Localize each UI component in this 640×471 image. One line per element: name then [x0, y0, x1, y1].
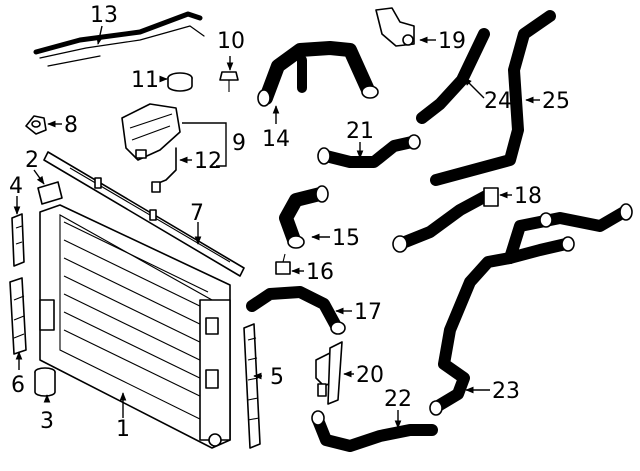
hose-part-25[interactable]	[430, 10, 556, 186]
expansion-tank[interactable]	[121, 103, 181, 161]
callout-25: 25	[542, 89, 570, 114]
callout-11: 11	[131, 68, 159, 93]
callout-7: 7	[190, 201, 204, 226]
callout-labels: 1 2 3 4 5 6 7 8 9 10 11 12 13 14 15 16 1…	[9, 3, 570, 442]
thermostat-part-20[interactable]	[315, 341, 343, 405]
callout-19: 19	[438, 29, 466, 54]
callout-24: 24	[484, 89, 512, 114]
radiator-upper-seal[interactable]	[43, 151, 245, 277]
callout-4: 4	[9, 174, 23, 199]
hose-part-15[interactable]	[279, 185, 329, 249]
level-sensor[interactable]	[151, 147, 177, 193]
callout-12: 12	[194, 149, 222, 174]
hose-harness-13[interactable]	[33, 11, 205, 67]
callout-1: 1	[116, 417, 130, 442]
side-bracket-lower[interactable]	[9, 277, 27, 355]
callout-9: 9	[232, 131, 246, 156]
callout-8: 8	[64, 113, 78, 138]
callout-23: 23	[492, 379, 520, 404]
hose-part-22[interactable]	[311, 410, 438, 452]
side-seal[interactable]	[243, 323, 261, 449]
callout-20: 20	[356, 363, 384, 388]
hose-part-21[interactable]	[317, 134, 421, 168]
callout-17: 17	[354, 300, 382, 325]
side-bracket-upper[interactable]	[11, 213, 25, 267]
hose-part-18[interactable]	[392, 187, 499, 253]
radiator[interactable]	[39, 204, 231, 449]
bolt-part-10[interactable]	[219, 71, 239, 92]
leader-lines	[13, 25, 540, 429]
callout-13: 13	[90, 3, 118, 28]
valve-part-19[interactable]	[375, 7, 415, 47]
callout-18: 18	[514, 184, 542, 209]
hose-part-17[interactable]	[246, 286, 346, 335]
hose-part-24[interactable]	[416, 28, 490, 124]
callout-15: 15	[332, 226, 360, 251]
callout-3: 3	[40, 409, 54, 434]
mount-bushing[interactable]	[34, 367, 56, 397]
callout-2: 2	[25, 148, 39, 173]
callout-16: 16	[306, 260, 334, 285]
callout-21: 21	[346, 119, 374, 144]
bracket-part-2[interactable]	[37, 181, 63, 205]
fitting-part-16[interactable]	[275, 253, 291, 275]
callout-14: 14	[262, 127, 290, 152]
tank-cap[interactable]	[167, 72, 193, 92]
callout-6: 6	[11, 373, 25, 398]
callout-5: 5	[270, 365, 284, 390]
callout-10: 10	[217, 29, 245, 54]
callout-22: 22	[384, 387, 412, 412]
clip-part-8[interactable]	[25, 115, 47, 135]
hose-part-14[interactable]	[257, 41, 379, 107]
hose-part-23[interactable]	[429, 203, 633, 416]
